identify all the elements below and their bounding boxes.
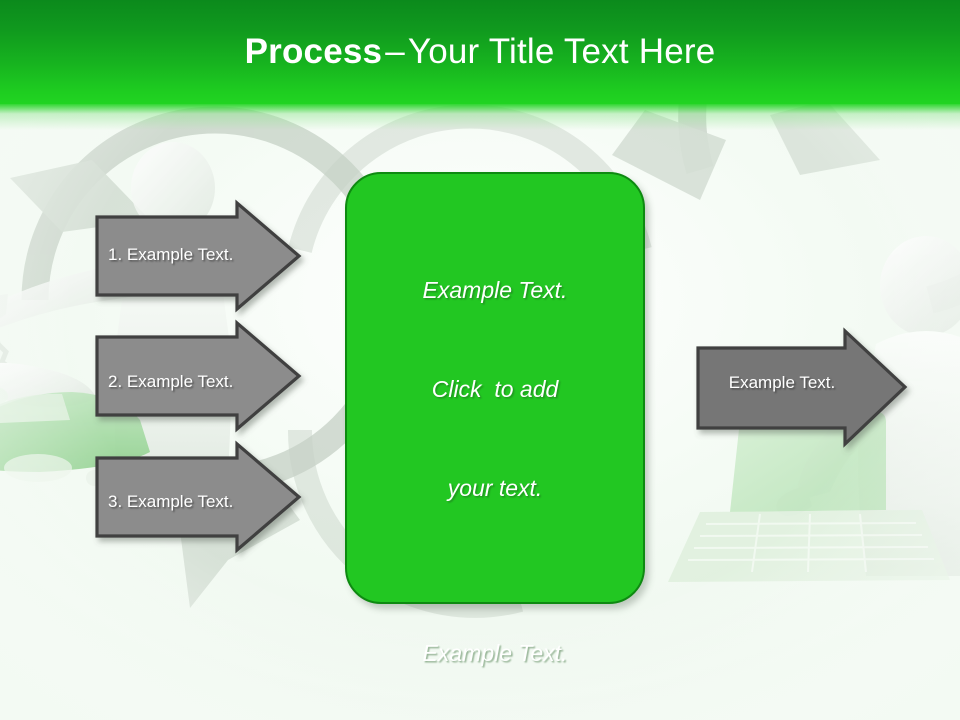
title-rest-text: Your Title Text Here (407, 32, 716, 71)
title-strong-text: Process (244, 32, 383, 71)
process-step-arrow-3[interactable] (94, 440, 304, 554)
center-content-panel[interactable]: Example Text. Click to add your text. Ex… (345, 172, 645, 666)
panel-text-block-1: Example Text. Click to add your text. (347, 208, 643, 571)
panel-block-1-line-1: Example Text. (422, 277, 568, 303)
process-step-arrow-1[interactable] (94, 199, 304, 313)
panel-block-1-line-2: Click to add (431, 376, 559, 402)
arrow-shape-4 (696, 327, 908, 448)
panel-block-2-line-1: Example Text. (422, 640, 568, 666)
title-dash: – (385, 32, 405, 71)
arrow-shape-2 (95, 319, 302, 433)
page-title: Process – Your Title Text Here (0, 0, 960, 104)
arrow-shape-3 (95, 440, 302, 554)
title-bar (0, 0, 960, 104)
arrow-shape-1 (95, 199, 302, 313)
process-output-arrow[interactable] (695, 327, 910, 448)
process-step-arrow-2[interactable] (94, 319, 304, 433)
panel-text-block-2: Example Text. Click to add your text. (347, 571, 643, 720)
panel-block-1-line-3: your text. (447, 475, 543, 501)
